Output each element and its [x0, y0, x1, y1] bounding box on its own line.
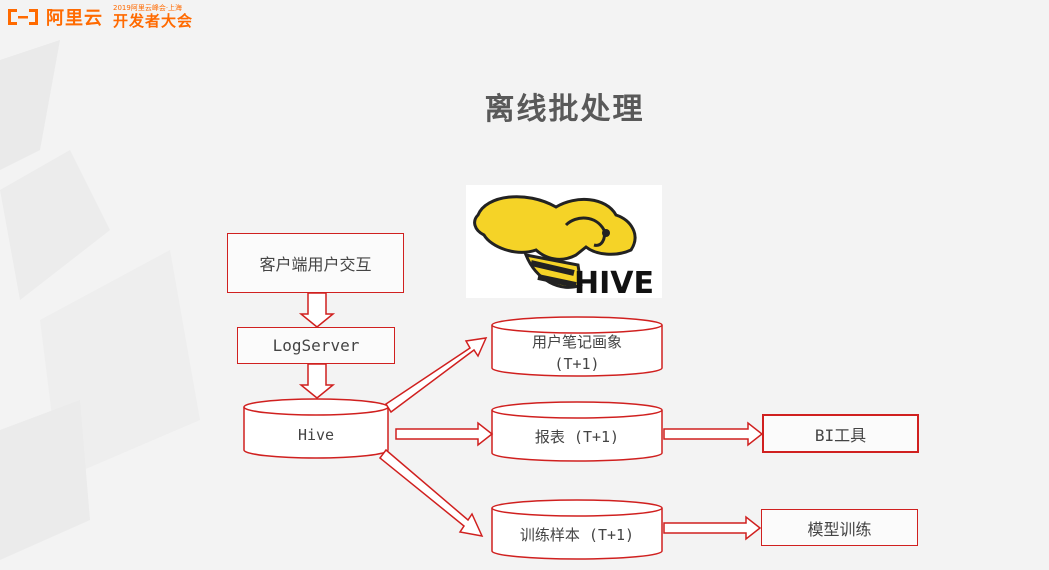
- arrow-report-to-bi: [663, 421, 764, 447]
- model-training-label: 模型训练: [807, 519, 872, 539]
- arrow-logserver-to-hive: [298, 363, 336, 399]
- hive-bee-elephant-icon: HIVE: [473, 195, 654, 301]
- event-title: 2019阿里云峰会·上海 开发者大会: [113, 5, 193, 29]
- hive-node-label-wrap: Hive: [244, 418, 388, 452]
- model-training-box: 模型训练: [761, 509, 918, 546]
- samples-cylinder: [491, 499, 663, 560]
- profile-cylinder: [491, 316, 663, 377]
- samples-node-label-wrap: 训练样本 (T+1): [492, 518, 662, 552]
- arrow-hive-to-report: [395, 421, 494, 447]
- profile-node-label-wrap: 用户笔记画象 (T+1): [492, 331, 662, 375]
- hive-logo: HIVE: [466, 185, 662, 301]
- hive-logo-text: HIVE: [574, 266, 654, 298]
- samples-node-label: 训练样本 (T+1): [519, 526, 635, 544]
- report-node-label: 报表 (T+1): [534, 428, 620, 446]
- report-cylinder: [491, 401, 663, 462]
- brand-name: 阿里云: [46, 8, 103, 29]
- arrow-hive-to-samples: [378, 448, 484, 537]
- event-name: 开发者大会: [113, 12, 194, 30]
- client-interaction-label: 客户端用户交互: [259, 255, 372, 274]
- slide-title-text: 离线批处理: [484, 92, 645, 127]
- logserver-box: LogServer: [237, 327, 395, 364]
- aliyun-logo-icon: [6, 6, 40, 28]
- client-interaction-box: 客户端用户交互: [227, 233, 404, 293]
- hive-cylinder: [243, 398, 389, 459]
- profile-node-label-line2: (T+1): [554, 355, 600, 373]
- brand-header: 阿里云 2019阿里云峰会·上海 开发者大会: [6, 2, 193, 32]
- logserver-label: LogServer: [272, 336, 360, 355]
- bi-tool-box: BI工具: [762, 414, 919, 453]
- report-node-label-wrap: 报表 (T+1): [492, 420, 662, 454]
- hive-node-label: Hive: [297, 426, 335, 444]
- arrow-client-to-logserver: [298, 292, 336, 328]
- slide-title: 离线批处理: [0, 84, 1049, 128]
- bi-tool-label: BI工具: [814, 425, 867, 445]
- profile-node-label-line1: 用户笔记画象: [531, 333, 622, 351]
- arrow-samples-to-training: [663, 515, 762, 541]
- arrow-hive-to-profile: [384, 337, 488, 414]
- event-year: 2019阿里云峰会·上海: [113, 4, 183, 12]
